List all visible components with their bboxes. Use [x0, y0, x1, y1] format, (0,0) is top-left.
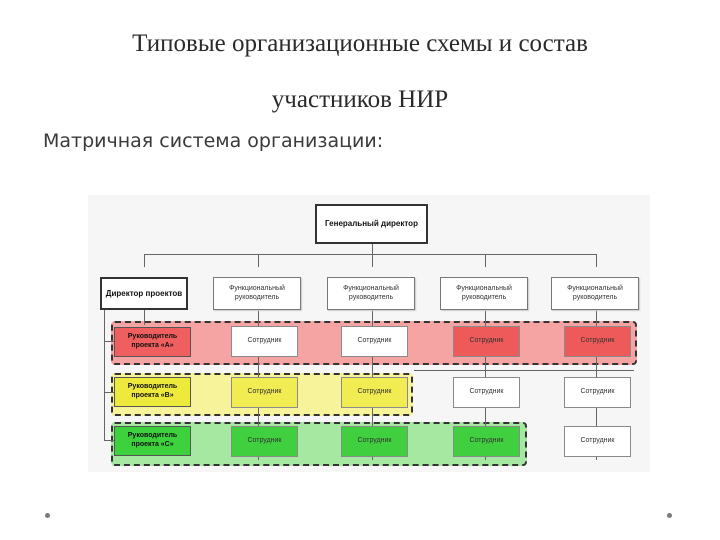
employee-box: Сотрудник — [564, 326, 631, 357]
connector-line — [104, 440, 114, 441]
employee-box: Сотрудник — [453, 377, 520, 408]
employee-label: Сотрудник — [247, 437, 282, 445]
connector-line — [414, 370, 634, 371]
employee-label: Сотрудник — [469, 437, 504, 445]
slide-title-line-1: Типовые организационные схемы и состав — [132, 30, 588, 57]
project-manager-label: Руководитель проекта «А» — [127, 333, 178, 349]
employee-box: Сотрудник — [341, 326, 408, 357]
functional-head-label: Функциональный руководитель — [567, 284, 623, 301]
matrix-org-chart: Генеральный директор Директор проектов Ф… — [88, 195, 650, 472]
employee-box: Сотрудник — [231, 426, 298, 457]
employee-label: Сотрудник — [357, 388, 392, 396]
employee-label: Сотрудник — [580, 437, 615, 445]
employee-label: Сотрудник — [580, 337, 615, 345]
functional-head-box-4: Функциональный руководитель — [551, 277, 639, 310]
project-director-label: Директор проектов — [105, 288, 183, 298]
connector-line — [596, 254, 597, 267]
employee-box: Сотрудник — [231, 326, 298, 357]
connector-line — [104, 392, 114, 393]
employee-label: Сотрудник — [357, 437, 392, 445]
slide-subtitle: Матричная система организации: — [43, 130, 384, 152]
connector-line — [144, 254, 596, 255]
ceo-box: Генеральный директор — [315, 204, 428, 244]
slide-title-line-2: участников НИР — [271, 86, 449, 113]
functional-head-box-1: Функциональный руководитель — [213, 277, 301, 310]
connector-line — [104, 310, 105, 440]
connector-line — [104, 341, 114, 342]
connector-line — [372, 243, 373, 254]
employee-label: Сотрудник — [580, 388, 615, 396]
employee-box: Сотрудник — [341, 377, 408, 408]
connector-line — [144, 310, 145, 325]
connector-line — [258, 254, 259, 267]
employee-box: Сотрудник — [564, 426, 631, 457]
employee-label: Сотрудник — [357, 337, 392, 345]
ceo-label: Генеральный директор — [325, 219, 418, 228]
functional-head-box-3: Функциональный руководитель — [440, 277, 528, 310]
project-manager-box-c: Руководитель проекта «С» — [114, 426, 191, 456]
connector-line — [372, 254, 373, 267]
employee-box: Сотрудник — [564, 377, 631, 408]
employee-label: Сотрудник — [469, 388, 504, 396]
slide-corner-dot-right — [667, 513, 672, 518]
project-manager-box-a: Руководитель проекта «А» — [114, 327, 191, 357]
connector-line — [144, 254, 145, 267]
functional-head-box-2: Функциональный руководитель — [327, 277, 415, 310]
employee-box: Сотрудник — [453, 326, 520, 357]
functional-head-label: Функциональный руководитель — [343, 284, 399, 301]
employee-box: Сотрудник — [453, 426, 520, 457]
employee-label: Сотрудник — [469, 337, 504, 345]
employee-label: Сотрудник — [247, 388, 282, 396]
employee-box: Сотрудник — [231, 377, 298, 408]
project-manager-label: Руководитель проекта «В» — [127, 383, 178, 399]
functional-head-label: Функциональный руководитель — [229, 284, 285, 301]
employee-box: Сотрудник — [341, 426, 408, 457]
project-director-box: Директор проектов — [100, 277, 188, 310]
connector-line — [485, 254, 486, 267]
project-manager-label: Руководитель проекта «С» — [127, 432, 178, 448]
slide-corner-dot-left — [45, 513, 50, 518]
project-manager-box-b: Руководитель проекта «В» — [114, 377, 191, 407]
functional-head-label: Функциональный руководитель — [456, 284, 512, 301]
employee-label: Сотрудник — [247, 337, 282, 345]
